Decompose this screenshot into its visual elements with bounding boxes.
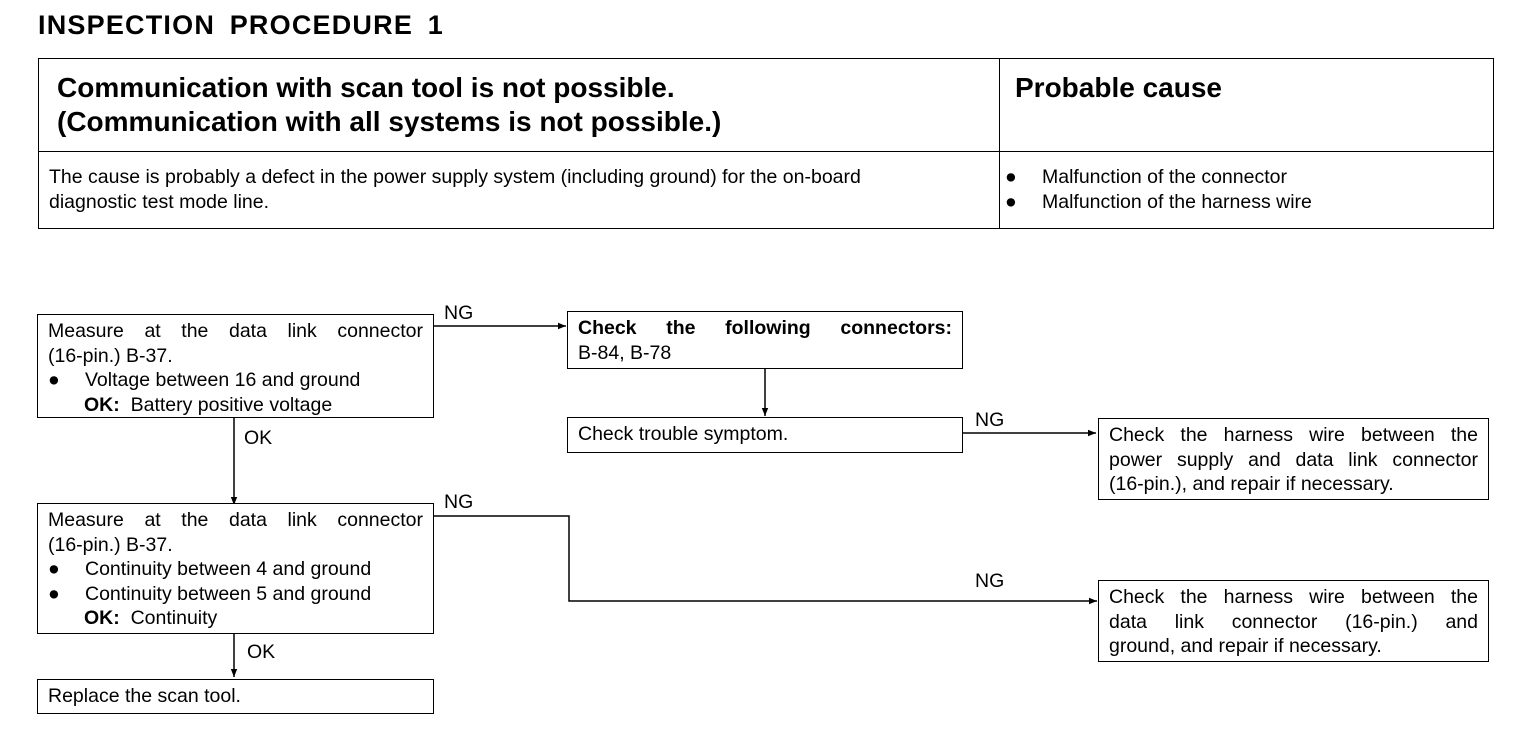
step-check-trouble-symptom-box: Check trouble symptom. xyxy=(567,417,963,453)
box-line: (16-pin.), and repair if necessary. xyxy=(1109,473,1394,495)
bullet-icon: ● xyxy=(1005,166,1017,188)
box-line: B-84, B-78 xyxy=(578,341,672,364)
cause-item: ● Malfunction of the harness wire xyxy=(1005,190,1312,215)
bullet-icon: ● xyxy=(48,558,60,580)
page-title: INSPECTION PROCEDURE 1 xyxy=(38,10,444,40)
ok-criterion: OK: Continuity xyxy=(48,606,423,631)
box-line: (16-pin.) B-37. xyxy=(48,344,173,367)
box-line: Check trouble symptom. xyxy=(578,423,789,445)
step-repair-power-harness-box: Check the harness wire between the power… xyxy=(1098,418,1489,500)
ok-criterion: OK: Battery positive voltage xyxy=(48,393,423,418)
box-heading: Check the following connectors: xyxy=(578,317,952,339)
box-bullet-text: Continuity between 5 and ground xyxy=(85,582,372,605)
box-bullet-text: Voltage between 16 and ground xyxy=(85,369,361,391)
step-repair-ground-harness-box: Check the harness wire between the data … xyxy=(1098,580,1489,662)
cause-text: Malfunction of the connector xyxy=(1042,166,1287,188)
box-line: power supply and data link connector xyxy=(1109,448,1478,471)
box-line: ground, and repair if necessary. xyxy=(1109,635,1382,657)
description-line-2: diagnostic test mode line. xyxy=(49,191,270,213)
cause-item: ● Malfunction of the connector xyxy=(1005,165,1312,190)
box-line: data link connector (16-pin.) and xyxy=(1109,610,1478,633)
step-measure-voltage-box: Measure at the data link connector (16-p… xyxy=(37,314,434,418)
symptom-heading: Communication with scan tool is not poss… xyxy=(57,71,721,139)
probable-cause-heading: Probable cause xyxy=(1015,72,1222,103)
ok-label: OK xyxy=(244,427,273,449)
ok-value: Battery positive voltage xyxy=(130,393,333,416)
table-divider-vertical xyxy=(999,59,1000,228)
ng-label: NG xyxy=(975,409,1005,431)
symptom-table: Communication with scan tool is not poss… xyxy=(38,58,1494,229)
box-bullet-row: ● Continuity between 4 and ground xyxy=(48,557,423,582)
symptom-description: The cause is probably a defect in the po… xyxy=(49,165,979,215)
box-bullet-row: ● Continuity between 5 and ground xyxy=(48,582,423,607)
bullet-icon: ● xyxy=(48,369,60,391)
box-line: Measure at the data link connector xyxy=(48,320,423,342)
bullet-icon: ● xyxy=(1005,191,1017,213)
cause-list: ● Malfunction of the connector ● Malfunc… xyxy=(1005,165,1312,215)
box-line: Check the harness wire between the xyxy=(1109,586,1478,608)
step-measure-continuity-box: Measure at the data link connector (16-p… xyxy=(37,503,434,634)
symptom-line-2: (Communication with all systems is not p… xyxy=(57,106,722,137)
cause-text: Malfunction of the harness wire xyxy=(1042,191,1312,213)
ok-label: OK: xyxy=(84,607,120,629)
box-line: Check the harness wire between the xyxy=(1109,424,1478,446)
ng-label: NG xyxy=(444,491,474,513)
ok-label: OK: xyxy=(84,393,120,416)
ok-label: OK xyxy=(247,641,276,663)
ng-label: NG xyxy=(975,570,1005,592)
box-line: (16-pin.) B-37. xyxy=(48,533,173,556)
ok-value: Continuity xyxy=(130,607,218,629)
ng-label: NG xyxy=(444,302,474,324)
description-line-1: The cause is probably a defect in the po… xyxy=(49,166,861,188)
arrow-box5-to-box6 xyxy=(433,515,1097,605)
box-line: Measure at the data link connector xyxy=(48,509,423,531)
box-bullet-row: ● Voltage between 16 and ground xyxy=(48,368,423,393)
bullet-icon: ● xyxy=(48,582,60,605)
table-divider-horizontal xyxy=(39,151,1493,152)
step-check-connectors-box: Check the following connectors: B-84, B-… xyxy=(567,311,963,369)
symptom-line-1: Communication with scan tool is not poss… xyxy=(57,72,675,103)
box-bullet-text: Continuity between 4 and ground xyxy=(85,558,372,580)
step-replace-scan-tool-box: Replace the scan tool. xyxy=(37,679,434,714)
box-line: Replace the scan tool. xyxy=(48,685,241,707)
